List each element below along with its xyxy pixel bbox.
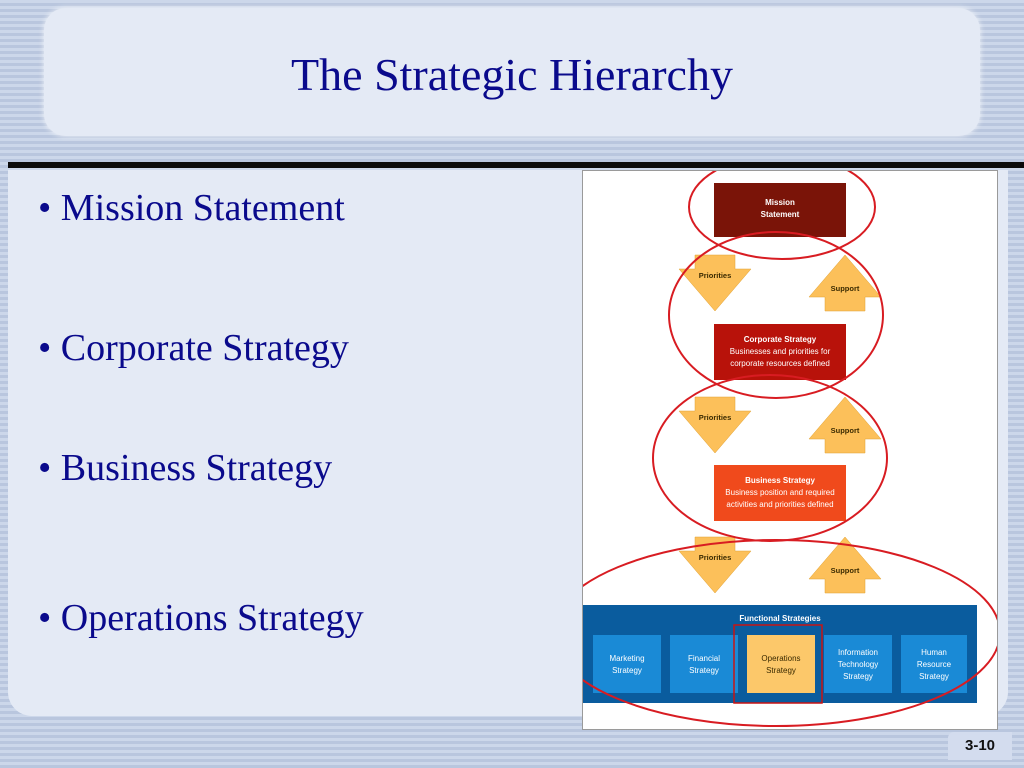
- strategic-hierarchy-figure: Mission Statement Priorities Support Cor…: [582, 170, 998, 730]
- financial-line2: Strategy: [689, 666, 719, 675]
- functional-item-information-technology: Information Technology Strategy: [824, 635, 892, 693]
- support-label-3: Support: [831, 566, 860, 575]
- corporate-title: Corporate Strategy: [744, 335, 817, 344]
- support-label-2: Support: [831, 426, 860, 435]
- hr-box-rect: [901, 635, 967, 693]
- priorities-arrow-2: Priorities: [678, 396, 752, 454]
- highlight-ring-corporate: [668, 231, 884, 399]
- it-line2: Technology: [838, 660, 878, 669]
- bullet-business-strategy: • Business Strategy: [38, 447, 333, 489]
- marketing-line2: Strategy: [612, 666, 642, 675]
- financial-box-rect: [670, 635, 738, 693]
- hr-line2: Resource: [917, 660, 952, 669]
- priorities-label-1: Priorities: [699, 271, 732, 280]
- it-line3: Strategy: [843, 672, 873, 681]
- functional-strategies-band: Functional Strategies Marketing Strategy…: [583, 605, 977, 704]
- functional-item-marketing: Marketing Strategy: [593, 635, 661, 693]
- priorities-arrow-3: Priorities: [678, 536, 752, 594]
- bullet-mission-statement: • Mission Statement: [38, 187, 345, 229]
- hr-line3: Strategy: [919, 672, 949, 681]
- hierarchy-diagram: Mission Statement Priorities Support Cor…: [583, 171, 997, 727]
- bullet-operations-strategy: • Operations Strategy: [38, 597, 364, 639]
- up-arrow-icon: [808, 254, 882, 312]
- corporate-line1: Businesses and priorities for: [730, 347, 831, 356]
- hr-line1: Human: [921, 648, 947, 657]
- title-divider: [8, 162, 1024, 168]
- operations-line2: Strategy: [766, 666, 796, 675]
- bullet-corporate-strategy: • Corporate Strategy: [38, 327, 349, 369]
- mission-line2: Statement: [761, 210, 800, 219]
- slide-title: The Strategic Hierarchy: [291, 49, 733, 100]
- support-arrow-3: Support: [808, 536, 882, 594]
- operations-highlight-frame: [733, 624, 823, 704]
- priorities-label-3: Priorities: [699, 553, 732, 562]
- up-arrow-icon: [808, 536, 882, 594]
- operations-line1: Operations: [761, 654, 800, 663]
- corporate-line2: corporate resources defined: [730, 359, 830, 368]
- down-arrow-icon: [678, 536, 752, 594]
- functional-item-operations: Operations Strategy: [733, 624, 823, 704]
- it-box-rect: [824, 635, 892, 693]
- down-arrow-icon: [678, 254, 752, 312]
- operations-box-rect: [747, 635, 815, 693]
- support-label-1: Support: [831, 284, 860, 293]
- business-line1: Business position and required: [725, 488, 834, 497]
- mission-line1: Mission: [765, 198, 795, 207]
- priorities-label-2: Priorities: [699, 413, 732, 422]
- corporate-box-rect: [714, 324, 846, 380]
- corporate-strategy-box: Corporate Strategy Businesses and priori…: [714, 324, 846, 380]
- functional-item-human-resource: Human Resource Strategy: [901, 635, 967, 693]
- title-panel: The Strategic Hierarchy: [44, 8, 980, 136]
- financial-line1: Financial: [688, 654, 720, 663]
- highlight-ring-mission: [688, 171, 876, 260]
- marketing-line1: Marketing: [609, 654, 644, 663]
- mission-box: Mission Statement: [714, 183, 846, 237]
- business-line2: activities and priorities defined: [726, 500, 833, 509]
- marketing-box-rect: [593, 635, 661, 693]
- functional-item-financial: Financial Strategy: [670, 635, 738, 693]
- business-title: Business Strategy: [745, 476, 815, 485]
- support-arrow-2: Support: [808, 396, 882, 454]
- highlight-ring-functional: [583, 539, 997, 727]
- slide-number: 3-10: [948, 732, 1012, 760]
- mission-box-rect: [714, 183, 846, 237]
- down-arrow-icon: [678, 396, 752, 454]
- up-arrow-icon: [808, 396, 882, 454]
- priorities-arrow-1: Priorities: [678, 254, 752, 312]
- support-arrow-1: Support: [808, 254, 882, 312]
- business-box-rect: [714, 465, 846, 521]
- functional-title: Functional Strategies: [739, 614, 821, 623]
- business-strategy-box: Business Strategy Business position and …: [714, 465, 846, 521]
- it-line1: Information: [838, 648, 878, 657]
